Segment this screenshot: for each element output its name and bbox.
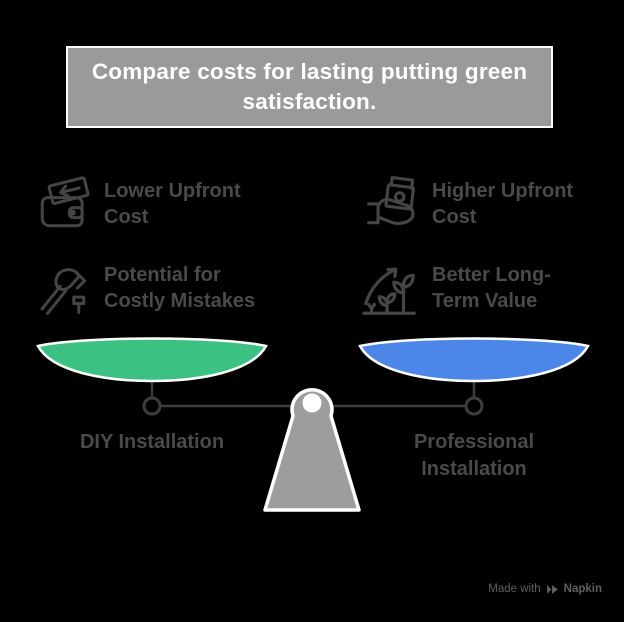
feature-left-2-line1: Potential for xyxy=(104,264,221,286)
title-line-2: satisfaction. xyxy=(242,89,377,114)
plant-growth-icon xyxy=(362,267,416,315)
right-pan-label-line1: Professional xyxy=(413,431,535,453)
wallet-cash-icon xyxy=(40,176,90,228)
feature-left-2-label: Potential for Costly Mistakes xyxy=(104,262,294,314)
napkin-watermark[interactable]: Made with Napkin xyxy=(488,583,602,595)
right-pan xyxy=(358,337,590,383)
watermark-prefix: Made with xyxy=(488,583,541,595)
feature-right-1-label: Higher Upfront Cost xyxy=(432,178,622,230)
feature-right-1-line2: Cost xyxy=(432,206,477,228)
left-pivot-ring xyxy=(142,396,162,416)
feature-right-2-label: Better Long- Term Value xyxy=(432,262,622,314)
feature-left-1-line1: Lower Upfront xyxy=(104,180,241,202)
title-line-1: Compare costs for lasting putting green xyxy=(91,59,528,84)
fulcrum-hole xyxy=(302,393,322,413)
title-banner: Compare costs for lasting putting green … xyxy=(66,46,553,128)
feature-left-2-line2: Costly Mistakes xyxy=(104,290,256,312)
watermark-brand: Napkin xyxy=(563,583,602,595)
left-pan xyxy=(36,337,268,383)
hammer-nail-icon xyxy=(40,268,87,315)
feature-left-1-label: Lower Upfront Cost xyxy=(104,178,294,230)
left-pan-label: DIY Installation xyxy=(79,431,225,453)
feature-right-1-line1: Higher Upfront xyxy=(432,180,574,202)
feature-right-2-line1: Better Long- xyxy=(432,264,551,286)
right-pan-label: Professional Installation xyxy=(354,429,594,483)
feature-right-2-line2: Term Value xyxy=(432,290,538,312)
napkin-logo-icon xyxy=(546,584,558,594)
right-pan-label-line2: Installation xyxy=(421,458,527,480)
right-pivot-ring xyxy=(464,396,484,416)
feature-left-1-line2: Cost xyxy=(104,206,149,228)
cash-in-hand-icon xyxy=(367,176,415,225)
fulcrum-weight xyxy=(263,388,361,512)
